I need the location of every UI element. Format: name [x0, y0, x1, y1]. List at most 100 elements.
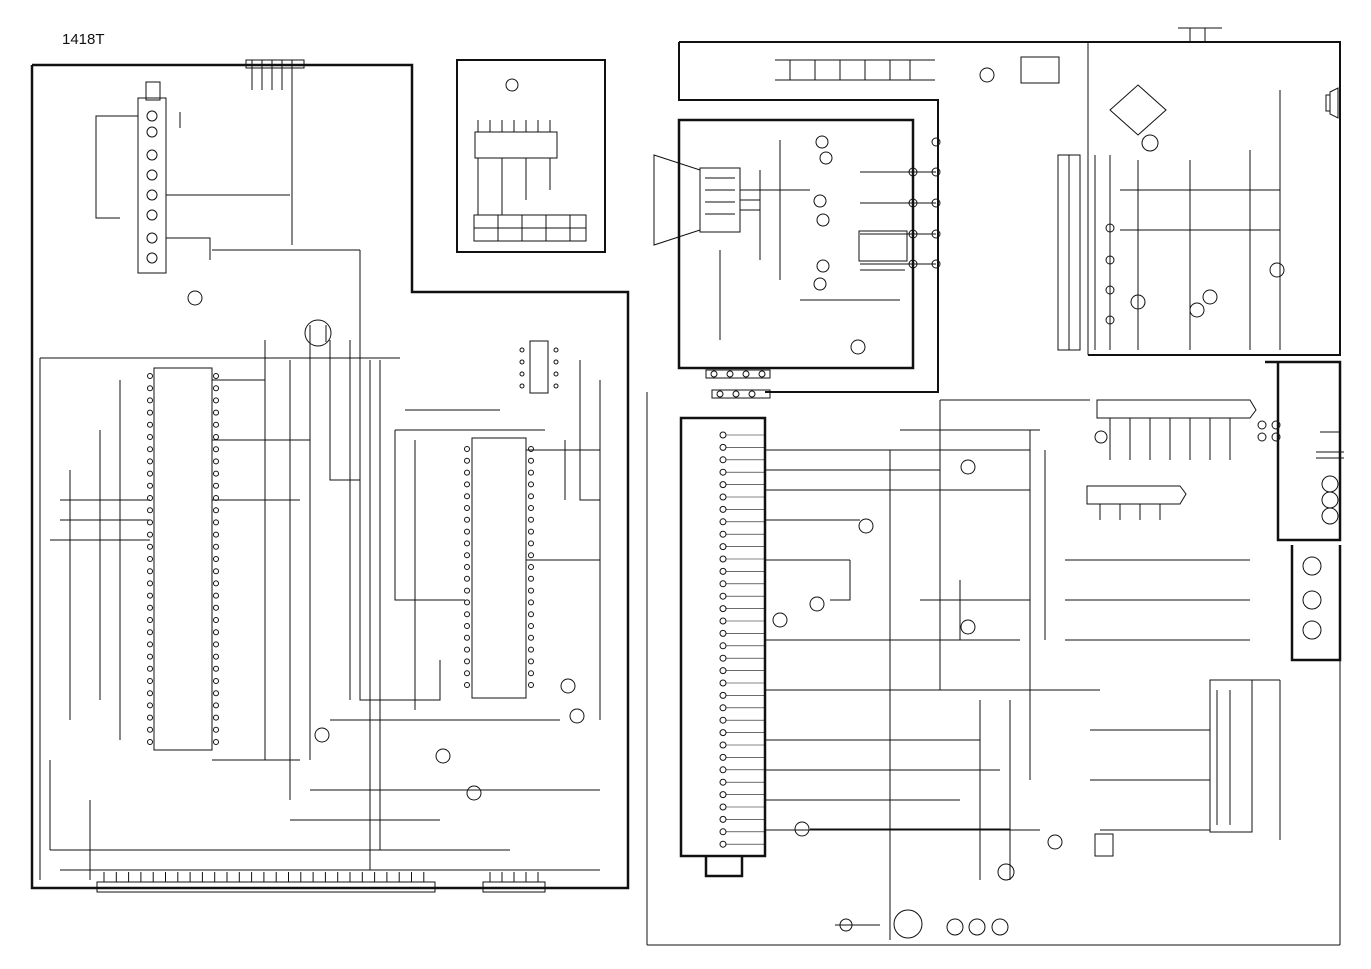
ic-pin: [528, 587, 534, 594]
ic-pin: [213, 482, 219, 489]
ic-pin: [213, 421, 219, 428]
connector-pin: [719, 766, 727, 774]
connector-pin: [719, 629, 727, 637]
connector-pin: [719, 778, 727, 786]
ic-pin: [464, 611, 470, 618]
ic-pin: [147, 641, 153, 648]
second-ic-center: [464, 360, 601, 720]
ic-pin: [147, 604, 153, 611]
ic-pin: [213, 385, 219, 392]
connector-pin: [719, 704, 727, 712]
ic-pin: [147, 702, 153, 709]
ic-pin: [464, 552, 470, 559]
ic-pin: [528, 634, 534, 641]
ic-pin: [213, 739, 219, 745]
ic-pin: [147, 470, 153, 477]
crt-board-connector: [860, 137, 941, 269]
ic-pin: [147, 507, 153, 514]
ic-pin: [528, 599, 534, 606]
ic-pin: [213, 543, 219, 550]
ic-pin: [213, 434, 219, 440]
ic-pin: [213, 409, 219, 416]
ic-pin: [464, 516, 470, 523]
speaker-icon: [1325, 87, 1339, 119]
ic-pin: [213, 458, 219, 465]
ic-pin: [528, 575, 534, 582]
ic-pin: [213, 397, 219, 404]
connector-pin: [719, 791, 727, 799]
connector-pin: [719, 679, 727, 687]
ic-pin: [528, 505, 534, 511]
ic-pin: [147, 678, 153, 684]
ic-pin: [528, 670, 534, 677]
inset-ic-box: [456, 59, 606, 253]
ic-pin: [213, 446, 219, 453]
ic-pin: [147, 373, 153, 379]
ic-pin: [528, 516, 534, 523]
ic-pin: [213, 629, 219, 636]
connector-pin: [719, 443, 727, 451]
ic-pin: [213, 678, 219, 684]
keypad-row: [775, 42, 1089, 355]
connector-pin: [719, 617, 727, 625]
ic-pin: [213, 690, 219, 697]
ic-pin: [464, 575, 470, 582]
ic-pin: [464, 469, 470, 476]
ic-pin: [147, 726, 153, 733]
ic-pin: [213, 531, 219, 538]
ic-pin: [528, 564, 534, 570]
ic-pin: [528, 540, 534, 547]
connector-pin: [719, 431, 727, 439]
flyback-transformer: [997, 660, 1341, 945]
main-ic-left: [147, 367, 219, 751]
ic-pin: [213, 470, 219, 477]
connector-pin: [719, 505, 727, 513]
ic-pin: [464, 505, 470, 511]
yoke-coils: [1257, 420, 1344, 640]
ic-pin: [464, 623, 470, 629]
ic-pin: [147, 543, 153, 550]
ic-pin: [147, 568, 153, 575]
ic-pin: [213, 665, 219, 672]
connector-pin: [719, 803, 727, 811]
ic-pin: [464, 446, 470, 452]
top-connector-left: [245, 59, 305, 245]
ic-pin: [147, 482, 153, 489]
small-ic-top-center: [519, 340, 559, 394]
crt-socket: [794, 821, 1010, 939]
ic-pin: [213, 592, 219, 599]
ic-pin: [464, 634, 470, 641]
ic-pin: [147, 421, 153, 428]
ic-pin: [147, 629, 153, 636]
ic-pin: [213, 653, 219, 660]
ic-pin: [213, 714, 219, 721]
ic-pin: [464, 457, 470, 464]
ic-pin: [464, 564, 470, 570]
crystal-symbol: [304, 319, 332, 347]
ic-pin: [213, 726, 219, 733]
connector-pin: [719, 493, 727, 501]
crt-bottom-connector: [705, 369, 771, 399]
ic-pin: [147, 397, 153, 404]
ic-row-right: [1065, 399, 1257, 641]
ic-pin: [147, 409, 153, 416]
connector-pin: [719, 543, 727, 551]
transistors-left-board: [187, 290, 585, 801]
crt-board: [677, 118, 915, 370]
schematic-title: 1418T: [62, 31, 105, 48]
inset-ic: [473, 78, 587, 242]
ic-pin: [213, 604, 219, 611]
ic-pin: [213, 373, 219, 379]
ic-pin: [213, 617, 219, 623]
ic-pin: [147, 446, 153, 453]
ic-pin: [464, 587, 470, 594]
ic-pin: [528, 658, 534, 665]
ic-pin: [147, 714, 153, 721]
bottom-connector-left: [96, 872, 546, 893]
ic-pin: [213, 568, 219, 575]
ic-pin: [147, 739, 153, 745]
connector-pin: [719, 555, 727, 563]
connector-pin: [719, 716, 727, 724]
ic-pin: [147, 556, 153, 562]
connector-pin: [719, 481, 727, 489]
